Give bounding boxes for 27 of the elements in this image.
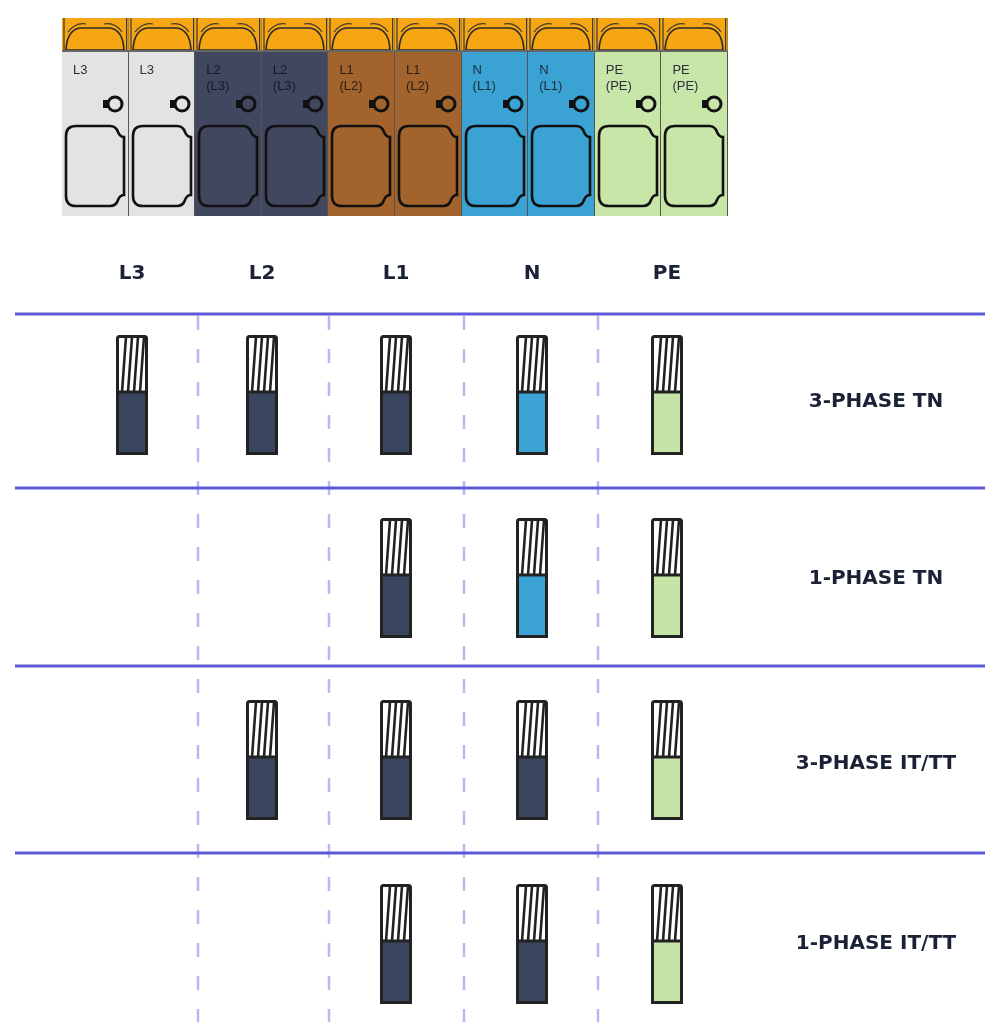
column-header: L1 <box>382 260 410 284</box>
row-label: 1-PHASE IT/TT <box>795 930 957 954</box>
terminal-label: L3 <box>139 62 155 78</box>
terminal-module <box>195 18 262 216</box>
row-label: 1-PHASE TN <box>808 565 944 589</box>
column-header: L2 <box>248 260 276 284</box>
terminal-module <box>661 18 728 216</box>
column-header: L3 <box>118 260 146 284</box>
terminal-module <box>62 18 129 216</box>
row-label: 3-PHASE TN <box>808 388 944 412</box>
terminal-label: PE (PE) <box>605 62 632 94</box>
terminal-label: L3 <box>73 62 88 78</box>
terminal-module <box>328 18 395 216</box>
terminal-module <box>461 18 529 216</box>
terminal-module <box>128 18 196 216</box>
column-header: N <box>523 260 541 284</box>
terminal-module <box>395 18 462 216</box>
terminal-label: PE (PE) <box>672 62 699 94</box>
terminal-label: L1 (L2) <box>406 62 430 94</box>
terminal-module <box>528 18 595 216</box>
row-label: 3-PHASE IT/TT <box>795 750 957 774</box>
terminal-label: N (L1) <box>539 62 563 94</box>
column-header: PE <box>652 260 682 284</box>
terminal-module <box>261 18 329 216</box>
terminal-label: L1 (L2) <box>339 62 363 94</box>
terminal-module <box>594 18 662 216</box>
terminal-label: N (L1) <box>472 62 496 94</box>
